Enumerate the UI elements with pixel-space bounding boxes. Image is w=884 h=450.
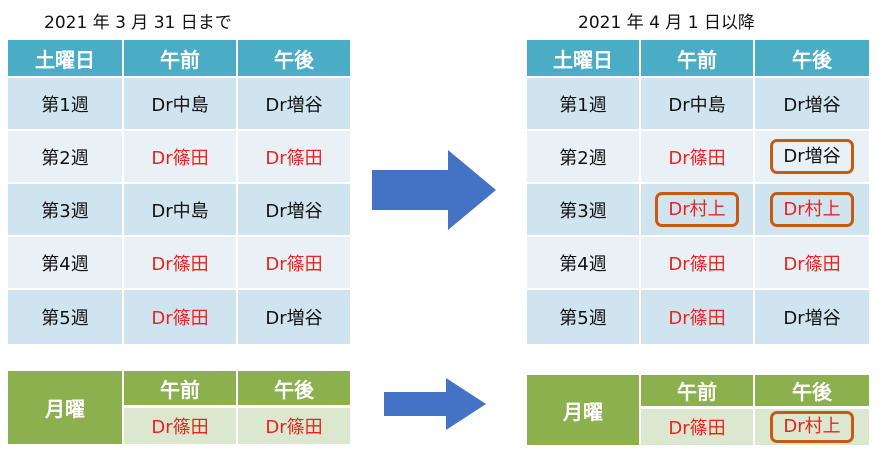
pm-cell: Dr増谷 <box>755 288 869 344</box>
monday-am-cell: Dr篠田 <box>641 406 753 445</box>
changed-highlight: Dr増谷 <box>770 138 854 175</box>
pm-cell: Dr篠田 <box>238 235 350 288</box>
pm-cell: Dr増谷 <box>755 76 869 129</box>
col-header-pm: 午後 <box>238 40 350 76</box>
table-row: 第5週 Dr篠田 Dr増谷 <box>8 288 350 344</box>
table-header-row: 土曜日 午前 午後 <box>8 40 350 76</box>
col-header-saturday: 土曜日 <box>527 40 639 76</box>
after-monday-table: 月曜 午前 午後 Dr篠田 Dr村上 <box>525 375 871 445</box>
after-title: 2021 年 4 月 1 日以降 <box>578 13 755 33</box>
monday-pm-header: 午後 <box>755 375 869 406</box>
changed-highlight: Dr村上 <box>655 191 739 228</box>
week-cell: 第1週 <box>8 76 122 129</box>
col-header-saturday: 土曜日 <box>8 40 122 76</box>
table-row: 第5週 Dr篠田 Dr増谷 <box>527 288 869 344</box>
after-schedule-table: 土曜日 午前 午後 第1週 Dr中島 Dr増谷 第2週 Dr篠田 Dr増谷 第3… <box>525 40 871 344</box>
pm-cell: Dr篠田 <box>238 129 350 182</box>
changed-highlight: Dr村上 <box>770 191 854 228</box>
pm-cell: Dr増谷 <box>238 76 350 129</box>
table-row: 第4週 Dr篠田 Dr篠田 <box>8 235 350 288</box>
monday-label: 月曜 <box>8 371 122 444</box>
week-cell: 第3週 <box>8 182 122 235</box>
pm-cell: Dr篠田 <box>755 235 869 288</box>
before-monday-table: 月曜 午前 午後 Dr篠田 Dr篠田 <box>6 371 352 444</box>
pm-cell: Dr増谷 <box>755 129 869 182</box>
table-row: 第2週 Dr篠田 Dr篠田 <box>8 129 350 182</box>
before-schedule-table: 土曜日 午前 午後 第1週 Dr中島 Dr増谷 第2週 Dr篠田 Dr篠田 第3… <box>6 40 352 344</box>
right-arrow-icon <box>372 150 496 230</box>
week-cell: 第3週 <box>527 182 639 235</box>
week-cell: 第4週 <box>8 235 122 288</box>
week-cell: 第5週 <box>8 288 122 344</box>
am-cell: Dr中島 <box>124 76 236 129</box>
table-row: 第1週 Dr中島 Dr増谷 <box>8 76 350 129</box>
monday-pm-header: 午後 <box>238 371 350 405</box>
am-cell: Dr篠田 <box>124 288 236 344</box>
week-cell: 第5週 <box>527 288 639 344</box>
pm-cell: Dr村上 <box>755 182 869 235</box>
table-row: 第2週 Dr篠田 Dr増谷 <box>527 129 869 182</box>
changed-highlight: Dr村上 <box>770 411 854 443</box>
monday-am-header: 午前 <box>641 375 753 406</box>
am-cell: Dr篠田 <box>124 129 236 182</box>
col-header-am: 午前 <box>124 40 236 76</box>
table-row: 第3週 Dr中島 Dr増谷 <box>8 182 350 235</box>
am-cell: Dr中島 <box>124 182 236 235</box>
monday-am-cell: Dr篠田 <box>124 405 236 444</box>
am-cell: Dr篠田 <box>124 235 236 288</box>
table-row: 第1週 Dr中島 Dr増谷 <box>527 76 869 129</box>
monday-pm-cell: Dr篠田 <box>238 405 350 444</box>
table-row: 第3週 Dr村上 Dr村上 <box>527 182 869 235</box>
col-header-am: 午前 <box>641 40 753 76</box>
pm-cell: Dr増谷 <box>238 182 350 235</box>
week-cell: 第1週 <box>527 76 639 129</box>
monday-label: 月曜 <box>527 375 639 445</box>
am-cell: Dr村上 <box>641 182 753 235</box>
before-title: 2021 年 3 月 31 日まで <box>44 13 232 33</box>
week-cell: 第4週 <box>527 235 639 288</box>
col-header-pm: 午後 <box>755 40 869 76</box>
table-header-row: 土曜日 午前 午後 <box>527 40 869 76</box>
am-cell: Dr篠田 <box>641 129 753 182</box>
monday-pm-cell: Dr村上 <box>755 406 869 445</box>
am-cell: Dr篠田 <box>641 235 753 288</box>
right-arrow-icon <box>384 378 486 430</box>
week-cell: 第2週 <box>8 129 122 182</box>
week-cell: 第2週 <box>527 129 639 182</box>
table-row: 第4週 Dr篠田 Dr篠田 <box>527 235 869 288</box>
pm-cell: Dr増谷 <box>238 288 350 344</box>
am-cell: Dr篠田 <box>641 288 753 344</box>
am-cell: Dr中島 <box>641 76 753 129</box>
monday-am-header: 午前 <box>124 371 236 405</box>
